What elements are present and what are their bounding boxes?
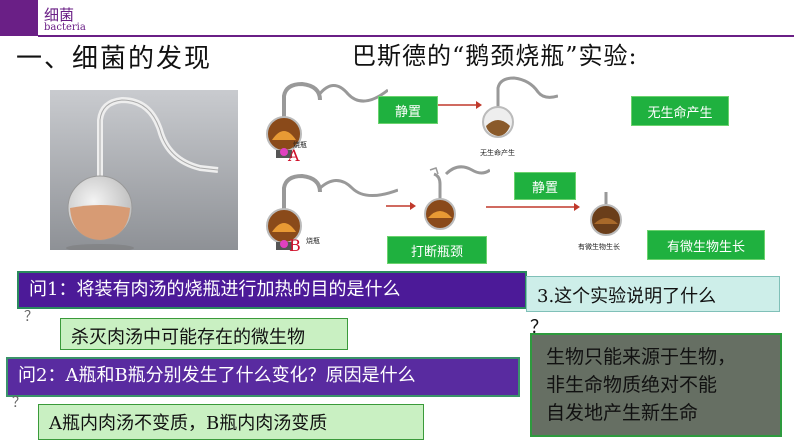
step-break-neck: 打断瓶颈 [387,236,487,264]
flask-a-heated-icon [266,81,322,158]
flask-letter-a: A [288,146,300,165]
flask-b-label: 烧瓶 [306,237,320,245]
header-title: 细菌 [44,6,75,24]
flask-a-label: 烧瓶 [293,141,307,149]
conclusion-line-3: 自发地产生新生命 [546,402,699,424]
header-divider [38,35,794,37]
question-3: 3.这个实验说明了什么 [526,276,780,312]
swan-neck-flask-photo [50,90,238,250]
step-still-2: 静置 [514,172,576,200]
flask-letter-b: B [289,236,301,255]
arrow-right-icon [486,203,580,211]
question-2-tail: ？ [12,395,26,411]
flask-broken-neck-icon [424,167,456,230]
conclusion-box: 生物只能来源于生物， 非生命物质绝对不能 自发地产生新生命 [530,333,782,437]
result-microbes-small: 有微生物生长 [578,243,620,251]
conclusion-line-2: 非生命物质绝对不能 [546,374,718,396]
result-no-life-small: 无生命产生 [480,149,515,157]
slide-title: 一、细菌的发现 [16,44,213,74]
header-color-block [0,0,38,36]
question-3-tail: ？ [530,317,548,338]
arrow-right-icon [386,202,416,210]
step-still-1: 静置 [378,96,438,124]
result-microbes: 有微生物生长 [647,230,765,260]
result-no-life: 无生命产生 [631,96,729,126]
arrow-right-icon [438,101,482,109]
question-1-tail: ？ [24,309,38,325]
question-2: 问2：A瓶和B瓶分别发生了什么变化？原因是什么 [6,357,520,397]
flask-a-result-icon [482,76,558,138]
detached-neck-icon [444,165,490,176]
flask-b-heated-icon [266,173,322,250]
experiment-title: 巴斯德的“鹅颈烧瓶”实验: [352,42,638,70]
conclusion-line-1: 生物只能来源于生物， [546,346,737,368]
flask-b-neck-icon [318,179,398,197]
question-1: 问1：将装有肉汤的烧瓶进行加热的目的是什么 [17,271,527,309]
flask-b-result-icon [590,192,622,236]
flask-a-neck-icon [318,84,388,103]
header-subtitle: bacteria [44,22,86,33]
answer-1: 杀灭肉汤中可能存在的微生物 [60,318,348,350]
answer-2: A瓶内肉汤不变质，B瓶内肉汤变质 [38,404,424,440]
